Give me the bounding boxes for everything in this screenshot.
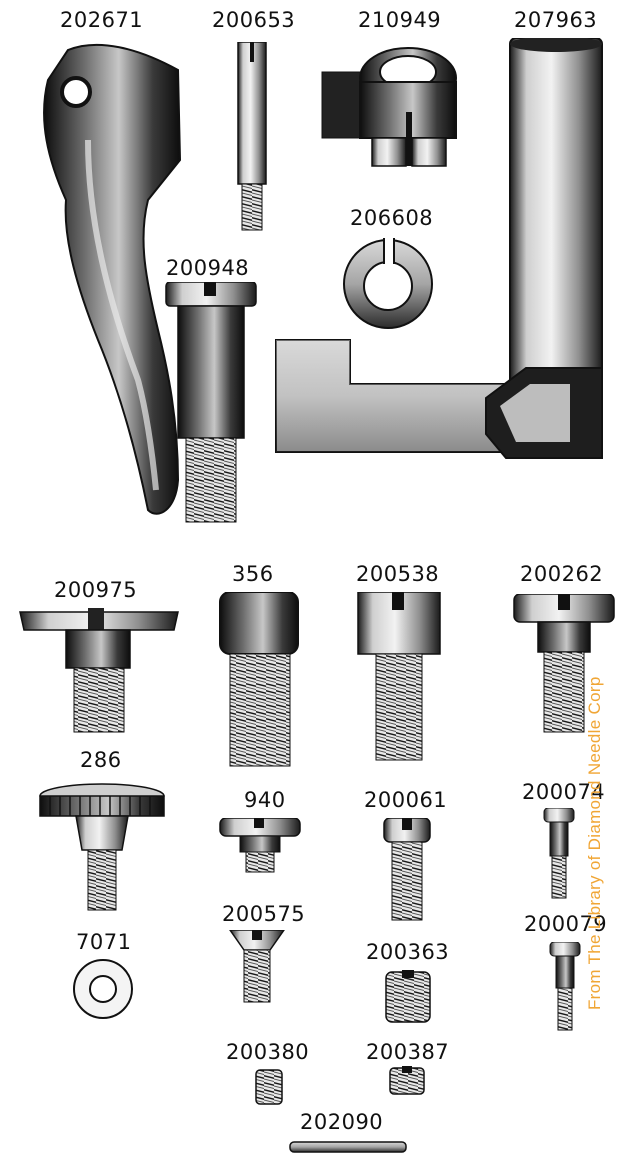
part-label-200975: 200975 xyxy=(54,578,138,602)
countersunk-screw-icon xyxy=(228,930,286,1004)
stud-screw-icon xyxy=(232,42,272,232)
part-label-200074: 200074 xyxy=(522,780,606,804)
part-label-202671: 202671 xyxy=(60,8,144,32)
flat-head-screw-icon xyxy=(218,818,302,874)
clamp-collar-icon xyxy=(320,42,460,170)
slotted-cylinder-screw-icon xyxy=(356,592,442,762)
square-head-screw-icon xyxy=(216,592,302,768)
bar-with-arm-icon xyxy=(270,38,612,474)
part-label-202090: 202090 xyxy=(300,1110,384,1134)
part-label-940: 940 xyxy=(244,788,286,812)
small-shoulder-screw-icon xyxy=(542,808,576,900)
part-label-200575: 200575 xyxy=(222,902,306,926)
cheese-head-screw-icon xyxy=(382,818,432,922)
washer-icon xyxy=(72,958,134,1020)
part-label-200538: 200538 xyxy=(356,562,440,586)
shoulder-screw-icon xyxy=(164,282,258,524)
part-label-200387: 200387 xyxy=(366,1040,450,1064)
part-label-200061: 200061 xyxy=(364,788,448,812)
part-label-200262: 200262 xyxy=(520,562,604,586)
pin-icon xyxy=(288,1140,408,1154)
small-set-screw-icon xyxy=(254,1068,284,1106)
part-label-200380: 200380 xyxy=(226,1040,310,1064)
small-shoulder-screw-icon xyxy=(548,942,582,1032)
part-label-200948: 200948 xyxy=(166,256,250,280)
thumb-screw-icon xyxy=(36,780,168,912)
split-ring-icon xyxy=(340,234,436,332)
part-label-200363: 200363 xyxy=(366,940,450,964)
small-set-screw-icon xyxy=(388,1066,426,1096)
wide-head-screw-icon xyxy=(18,604,180,734)
part-label-200653: 200653 xyxy=(212,8,296,32)
set-screw-icon xyxy=(384,970,432,1024)
trigger-lever-icon xyxy=(28,40,188,520)
part-label-286: 286 xyxy=(80,748,122,772)
part-label-7071: 7071 xyxy=(76,930,132,954)
library-watermark: From The Library of Diamond Needle Corp xyxy=(585,676,604,1010)
shoulder-screw-icon xyxy=(512,594,616,734)
part-label-206608: 206608 xyxy=(350,206,434,230)
part-label-356: 356 xyxy=(232,562,274,586)
part-label-207963: 207963 xyxy=(514,8,598,32)
part-label-210949: 210949 xyxy=(358,8,442,32)
part-label-200079: 200079 xyxy=(524,912,608,936)
